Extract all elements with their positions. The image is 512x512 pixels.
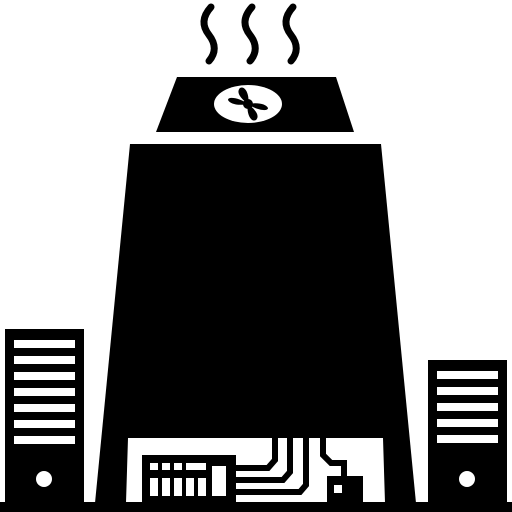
fan-icon bbox=[214, 85, 282, 123]
rack-right-slots bbox=[437, 371, 498, 487]
server-rack-right-icon bbox=[428, 360, 507, 503]
main-tower bbox=[95, 144, 416, 503]
circuit-pad-holes bbox=[334, 485, 342, 493]
steam-wave-middle bbox=[241, 3, 259, 65]
server-rack-left-icon bbox=[5, 329, 84, 503]
circuit-pads bbox=[327, 476, 363, 503]
steam-wave-right bbox=[282, 3, 300, 65]
rack-left-slots bbox=[14, 340, 75, 487]
circuit-traces bbox=[236, 438, 347, 495]
chip-slots bbox=[150, 463, 226, 496]
ground-line bbox=[0, 502, 512, 512]
steam-waves-icon bbox=[200, 3, 300, 65]
circuit-board bbox=[142, 438, 363, 503]
steam-wave-left bbox=[200, 3, 218, 65]
